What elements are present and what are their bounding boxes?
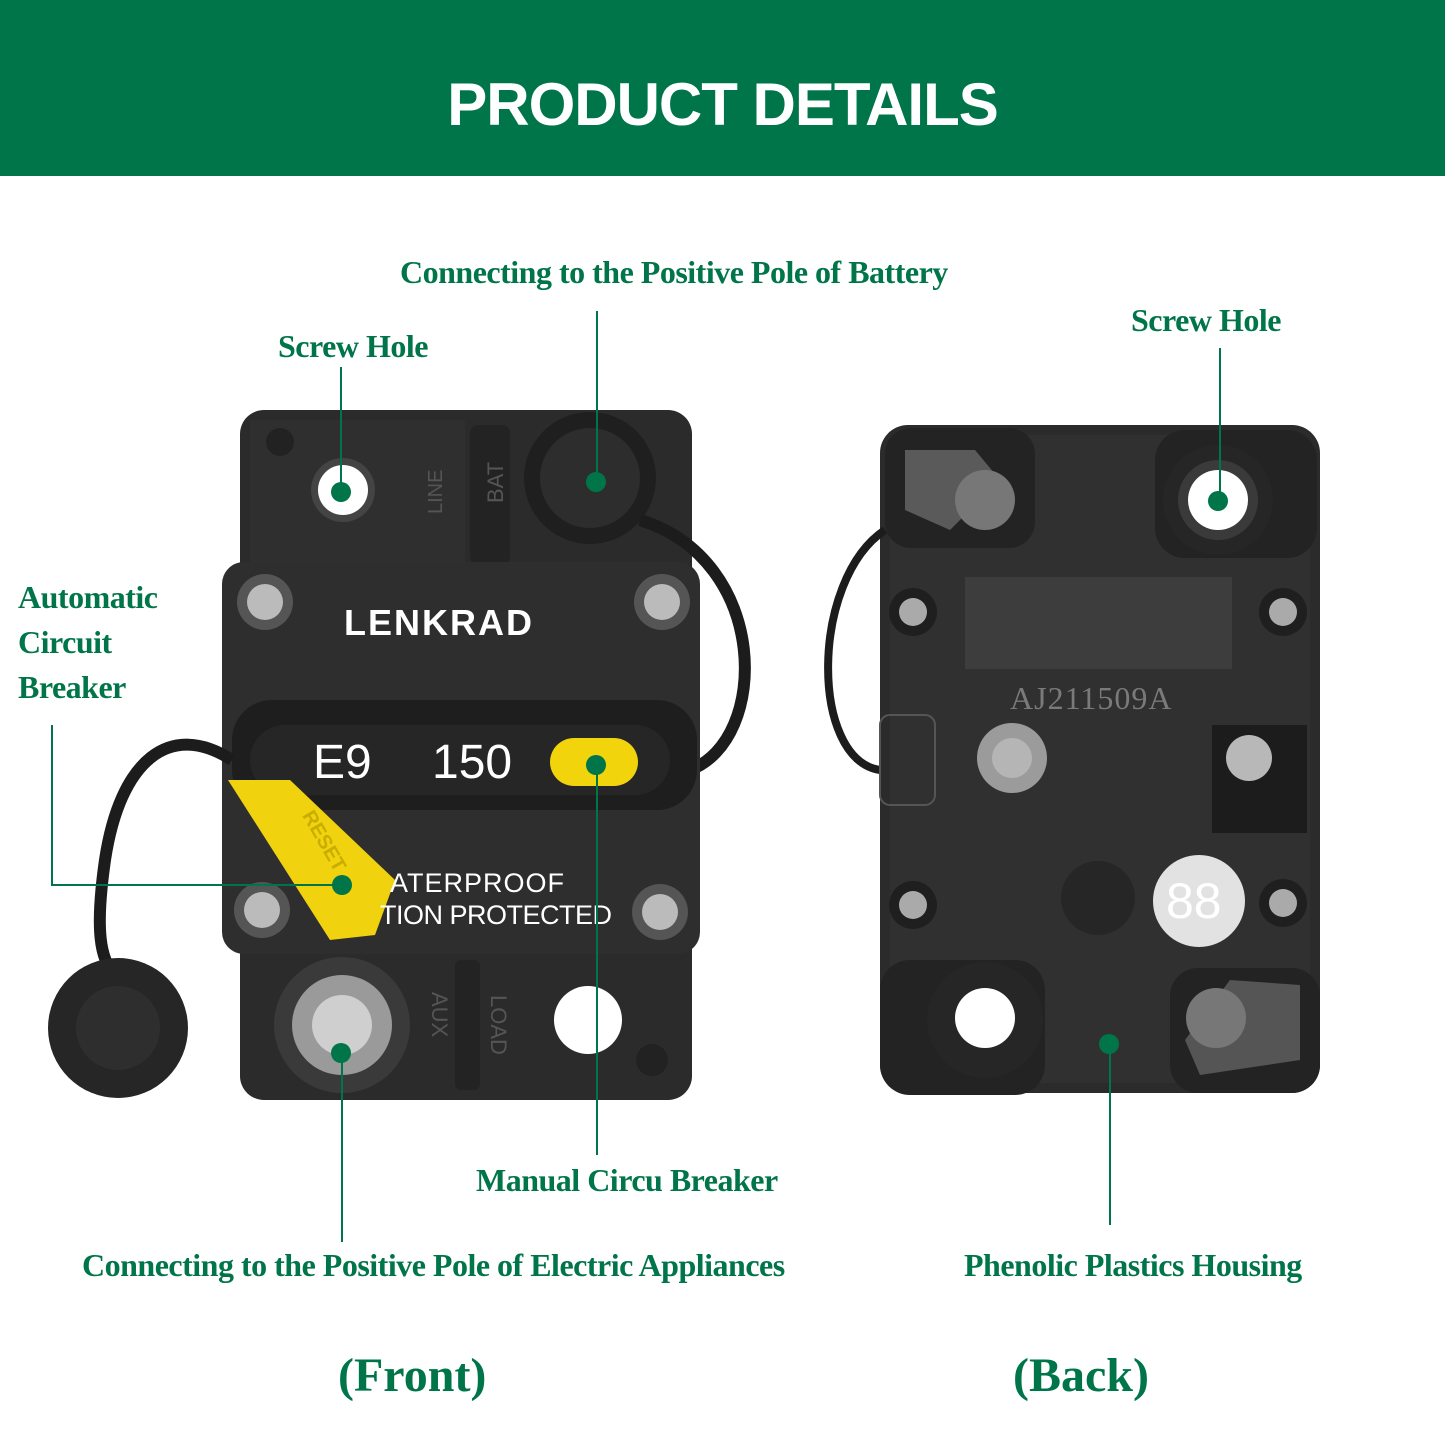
label-screw-hole-front: Screw Hole [278, 328, 428, 364]
label-screw-hole-back: Screw Hole [1131, 302, 1281, 338]
marker-battery [586, 472, 606, 492]
label-automatic-line1: Automatic [18, 579, 158, 615]
leader-auto-vertical [51, 725, 53, 885]
leader-manual [596, 765, 598, 1155]
marker-auto-breaker [332, 875, 352, 895]
label-automatic-line2: Circuit [18, 624, 112, 660]
label-manual-breaker: Manual Circu Breaker [476, 1162, 778, 1198]
label-housing: Phenolic Plastics Housing [964, 1247, 1302, 1283]
terminal-label-line: LINE [425, 469, 447, 515]
leader-battery [596, 311, 598, 481]
label-automatic-line3: Breaker [18, 669, 126, 705]
marker-screw-front [331, 482, 351, 502]
terminal-label-aux: AUX [427, 992, 452, 1038]
front-text-line1: ATERPROOF [390, 868, 566, 898]
back-badge: 88 [1166, 873, 1222, 929]
leader-housing [1109, 1045, 1111, 1225]
label-appliances: Connecting to the Positive Pole of Elect… [82, 1247, 785, 1283]
label-back-view: (Back) [1013, 1349, 1149, 1402]
marker-manual-breaker [586, 755, 606, 775]
terminal-label-load: LOAD [486, 995, 511, 1055]
marker-appliances [331, 1043, 351, 1063]
front-text-line2: TION PROTECTED [380, 900, 612, 930]
leader-appliances [341, 1052, 343, 1242]
front-brand-logo: LENKRAD [344, 602, 534, 643]
back-serial-number: AJ211509A [1010, 680, 1173, 716]
label-battery: Connecting to the Positive Pole of Batte… [400, 254, 948, 290]
front-amperage-label: 150 [432, 736, 513, 789]
front-code-label: E9 [313, 736, 372, 789]
marker-screw-back [1208, 491, 1228, 511]
leader-screw-back [1219, 348, 1221, 496]
label-front-view: (Front) [338, 1349, 487, 1402]
marker-housing [1099, 1034, 1119, 1054]
back-breaker-image [824, 425, 1320, 1095]
page-title: PRODUCT DETAILS [447, 71, 999, 138]
front-breaker-image [48, 410, 751, 1100]
leader-screw-front [340, 367, 342, 487]
header-banner: PRODUCT DETAILS [0, 0, 1445, 176]
leader-auto-horizontal [51, 884, 343, 886]
terminal-label-bat: BAT [483, 461, 508, 503]
